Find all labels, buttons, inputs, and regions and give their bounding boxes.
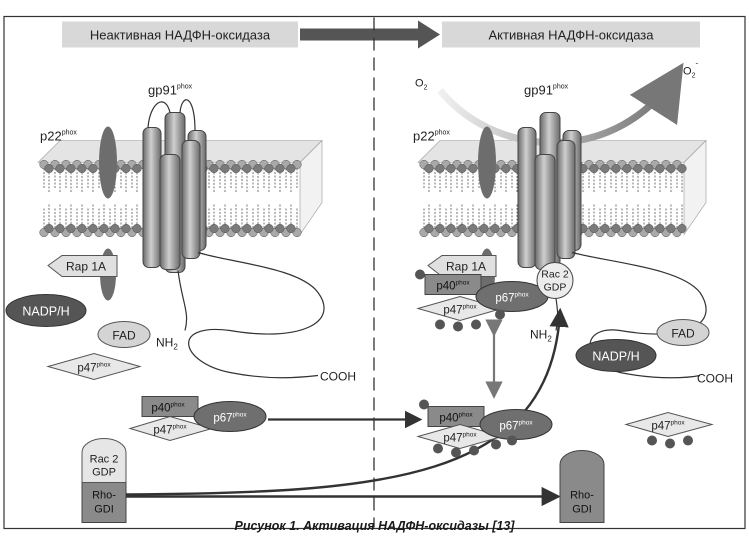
svg-text:p40phox: p40phox (436, 280, 470, 293)
svg-text:p47phox: p47phox (153, 424, 187, 437)
svg-text:p47phox: p47phox (443, 304, 477, 317)
left-gp91-cylinders (142, 99, 207, 273)
left-rac2-rhogdi: Rac 2 GDP Rho- GDI (81, 438, 127, 523)
right-translocated-complex: p40phox p47phox p67phox (416, 399, 553, 458)
svg-text:FAD: FAD (671, 327, 695, 341)
svg-text:FAD: FAD (112, 329, 136, 343)
left-nadph (5, 294, 87, 327)
right-fad (656, 319, 710, 346)
right-p22-protein (478, 126, 496, 199)
svg-text:p67phox: p67phox (213, 412, 247, 425)
left-header-bar (62, 21, 298, 48)
rac2-translocation-arrow (125, 307, 569, 496)
figure-border (3, 15, 746, 530)
left-p47: p47phox (46, 352, 142, 381)
svg-text:p67phox: p67phox (499, 420, 533, 433)
svg-text:GDI: GDI (94, 504, 114, 516)
right-rhogdi: Rho- GDI (559, 450, 605, 523)
left-gp91-label: gp91phox (148, 83, 193, 98)
right-header-title: Активная НАДФН-оксидаза (489, 28, 655, 43)
svg-text:NADP/H: NADP/H (592, 350, 639, 364)
left-cooh-label: COOH (320, 370, 356, 384)
left-header-title: Неактивная НАДФН-оксидаза (90, 28, 271, 43)
right-gp91-cylinders (517, 112, 582, 273)
right-nh2-label: NH2 (530, 328, 552, 344)
right-cooh-label: COOH (697, 372, 733, 386)
svg-text:Rap 1A: Rap 1A (446, 260, 486, 274)
left-p22-protein (99, 126, 117, 199)
activation-arrow (300, 20, 440, 49)
right-rac2-gdp: Rac 2 GDP (536, 262, 574, 299)
svg-text:p67phox: p67phox (495, 292, 529, 305)
svg-text:GDP: GDP (544, 282, 567, 294)
right-gp91-label: gp91phox (524, 83, 569, 98)
right-membrane (417, 139, 707, 238)
svg-text:Rho-: Rho- (92, 490, 116, 502)
left-nh2-label: NH2 (156, 336, 178, 352)
svg-text:GDP: GDP (92, 467, 116, 479)
left-cytosolic-complex: p40phox p47phox p67phox (128, 396, 267, 442)
svg-text:Rac 2: Rac 2 (541, 269, 569, 281)
svg-text:p47phox: p47phox (651, 420, 685, 433)
left-gp91-tail (177, 251, 325, 379)
right-p22-label: p22phox (413, 129, 450, 144)
figure-caption: Рисунок 1. Активация НАДФН-оксидазы [13] (234, 519, 515, 533)
o2-minus-label: O2- (683, 59, 698, 80)
right-header-bar (442, 21, 700, 48)
svg-text:Rap 1A: Rap 1A (66, 260, 106, 274)
svg-text:NADP/H: NADP/H (22, 305, 69, 319)
o2-label: O2 (415, 78, 428, 92)
left-fad (97, 321, 151, 348)
right-nadph (575, 339, 657, 372)
svg-text:p40phox: p40phox (439, 412, 473, 425)
left-rap1a: Rap 1A (47, 255, 118, 277)
svg-text:Rac 2: Rac 2 (90, 454, 119, 466)
svg-text:p47phox: p47phox (443, 432, 477, 445)
svg-text:Rho-: Rho- (570, 490, 594, 502)
left-p22-label: p22phox (40, 129, 77, 144)
svg-text:GDI: GDI (572, 504, 592, 516)
right-assembled-complex: p40phox p47phox p67phox (415, 269, 549, 332)
right-free-p47: p47phox (624, 411, 714, 449)
svg-text:p47phox: p47phox (77, 362, 111, 375)
right-rap1a: Rap 1A (427, 255, 497, 277)
svg-text:p40phox: p40phox (151, 402, 185, 415)
